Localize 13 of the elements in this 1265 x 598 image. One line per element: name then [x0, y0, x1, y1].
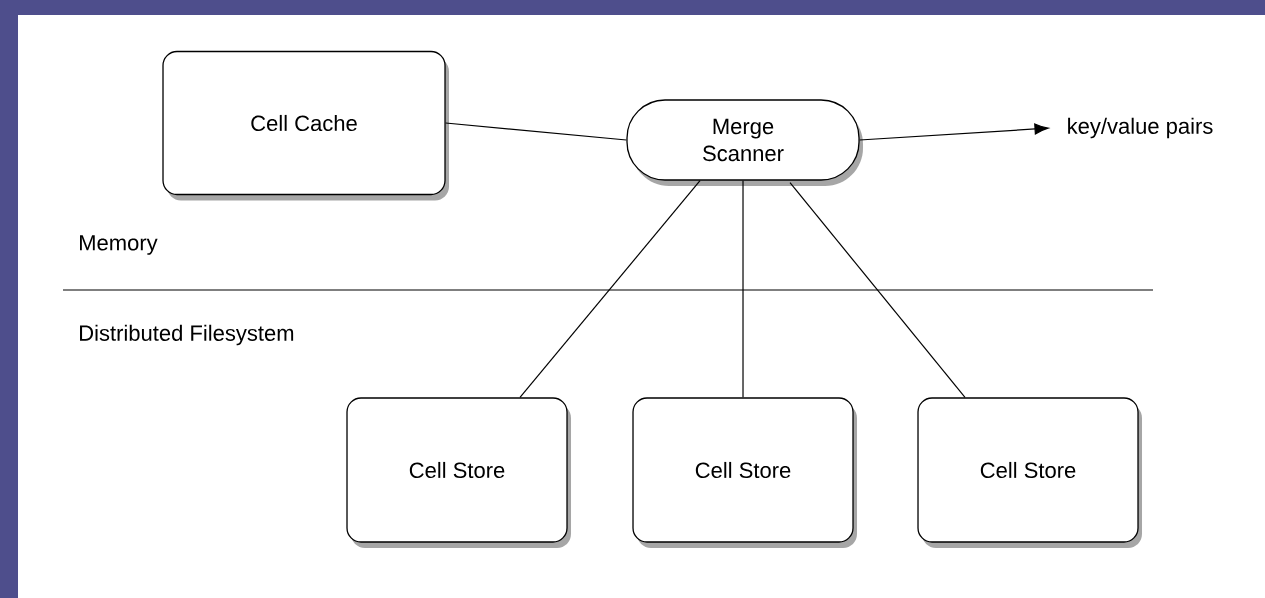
region-label: Memory — [80, 235, 158, 255]
connector-line — [789, 182, 966, 398]
region-label: Distributed Filesystem — [80, 324, 294, 346]
output-label: key/value pairs — [1064, 115, 1216, 141]
arrow — [859, 123, 1049, 141]
process-box: Cell Store — [632, 397, 857, 548]
connector-line — [742, 180, 744, 398]
process-box: Cell Cache — [162, 50, 449, 201]
process-box: Cell Store — [917, 397, 1142, 548]
connector-line — [445, 122, 627, 141]
process-box: Cell Store — [346, 397, 571, 548]
connector-line — [519, 180, 701, 398]
process-pill: Merge Scanner — [626, 99, 863, 186]
